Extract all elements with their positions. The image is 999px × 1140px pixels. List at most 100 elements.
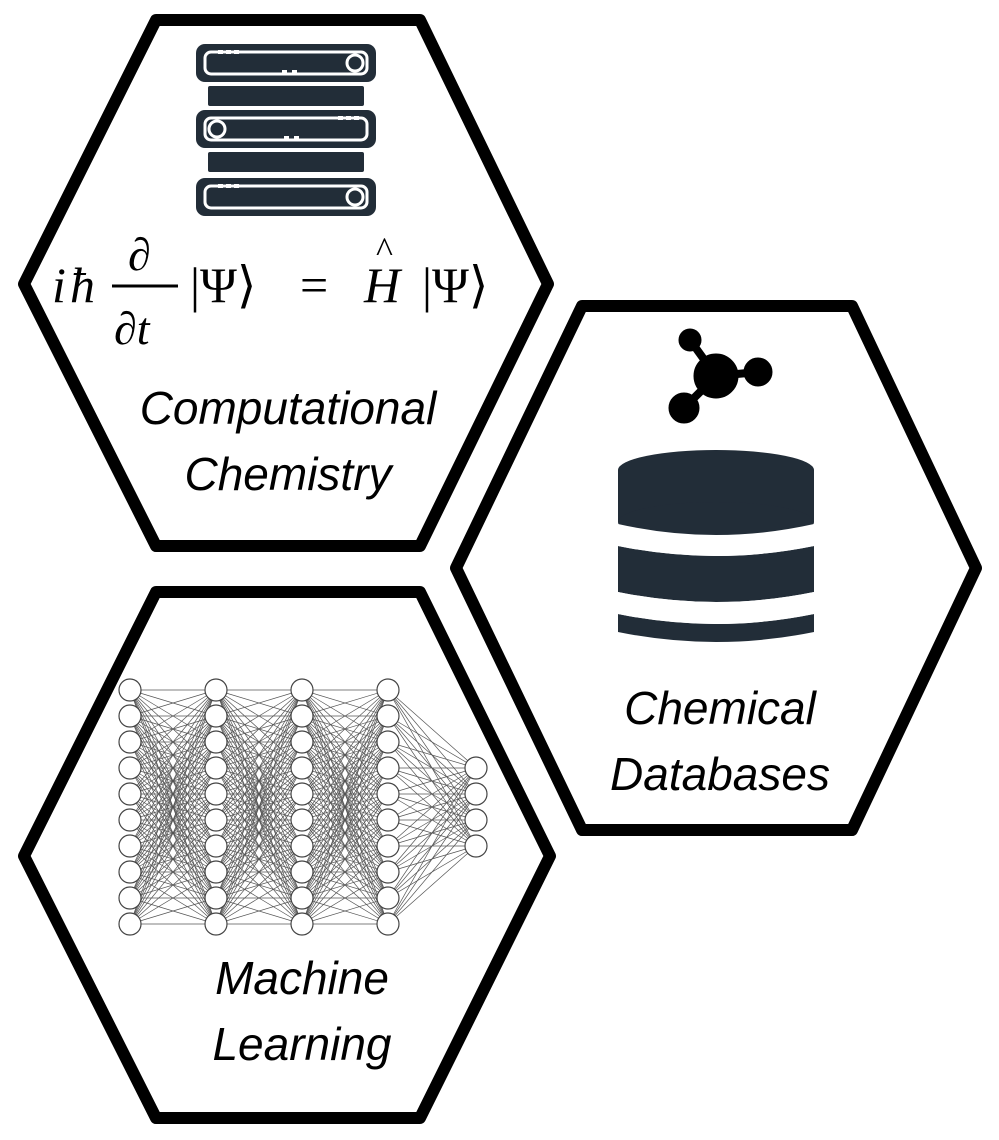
nn-node: [118, 834, 142, 858]
nn-connection: [301, 689, 389, 769]
equation-ket-right: |Ψ⟩: [422, 257, 488, 313]
nn-connection: [215, 793, 303, 925]
nn-node: [204, 912, 228, 936]
equation-ket-left: |Ψ⟩: [190, 257, 256, 313]
nn-node: [204, 860, 228, 884]
equation-hamiltonian: H: [363, 257, 403, 313]
nn-node: [290, 782, 314, 806]
nn-node: [290, 678, 314, 702]
nn-node: [290, 860, 314, 884]
chemical-databases-label-line2: Databases: [610, 748, 830, 800]
nn-connection: [387, 819, 477, 925]
nn-connection: [387, 767, 477, 873]
nn-node: [376, 834, 400, 858]
nn-connection: [129, 793, 217, 925]
nn-node: [290, 808, 314, 832]
nn-node: [118, 782, 142, 806]
server-rack-details: [203, 50, 369, 210]
nn-connection: [301, 689, 389, 847]
nn-connection: [301, 715, 389, 925]
nn-connection: [129, 741, 217, 925]
nn-connection: [129, 767, 217, 925]
nn-connection: [129, 871, 217, 925]
equation-partial-numerator: ∂: [128, 229, 151, 280]
nn-connection: [215, 689, 303, 795]
nn-connection: [215, 871, 303, 925]
nn-connection: [215, 689, 303, 925]
nn-connection: [129, 689, 217, 769]
nn-connection: [215, 689, 303, 717]
nn-connection: [215, 767, 303, 925]
nn-connection: [129, 897, 217, 925]
nn-connection: [129, 819, 217, 925]
nn-connection: [129, 689, 217, 821]
nn-connection: [215, 715, 303, 925]
nn-connection: [387, 793, 477, 925]
computational-chemistry-hexagon: i ħ ∂ ∂t |Ψ⟩ = ^ H |Ψ⟩ Computational Che…: [18, 14, 554, 552]
nn-node: [376, 678, 400, 702]
nn-connection: [215, 689, 303, 769]
nn-connection: [301, 819, 389, 925]
equation-hbar: ħ: [70, 257, 95, 313]
nn-node: [290, 886, 314, 910]
nn-connection: [129, 715, 217, 925]
nn-connection: [301, 897, 389, 925]
nn-connection: [129, 689, 217, 717]
nn-node: [376, 912, 400, 936]
nn-connection: [215, 845, 303, 925]
nn-connection: [215, 689, 303, 899]
nn-connection: [215, 819, 303, 925]
nn-node: [464, 756, 488, 780]
nn-connection: [301, 689, 389, 899]
database-separators: [618, 524, 814, 624]
nn-node: [376, 756, 400, 780]
nn-connection: [387, 715, 477, 769]
nn-connection: [301, 845, 389, 925]
molecule-icon: [668, 328, 773, 424]
nn-connection: [215, 897, 303, 925]
nn-connection: [215, 689, 303, 873]
nn-node: [204, 834, 228, 858]
nn-node: [464, 782, 488, 806]
nn-connection: [387, 767, 477, 821]
nn-node: [204, 756, 228, 780]
equation-equals: =: [300, 257, 328, 313]
nn-node: [118, 730, 142, 754]
database-icon: [618, 450, 814, 642]
nn-node: [204, 886, 228, 910]
nn-node: [376, 886, 400, 910]
nn-node: [290, 912, 314, 936]
computational-chemistry-label-line1: Computational: [140, 382, 438, 434]
nn-node: [118, 886, 142, 910]
nn-node: [464, 808, 488, 832]
nn-connection: [387, 845, 477, 925]
nn-connection: [301, 689, 389, 925]
nn-node: [290, 756, 314, 780]
nn-node: [376, 730, 400, 754]
chemical-databases-hexagon: Chemical Databases: [450, 300, 982, 836]
nn-connection: [301, 689, 389, 795]
nn-node: [204, 678, 228, 702]
nn-node: [376, 782, 400, 806]
schrodinger-equation: i ħ ∂ ∂t |Ψ⟩ = ^ H |Ψ⟩: [52, 229, 488, 354]
nn-connection: [129, 689, 217, 873]
nn-connection: [387, 767, 477, 847]
nn-connection: [387, 767, 477, 925]
machine-learning-label-line2: Learning: [212, 1018, 391, 1070]
nn-connection: [301, 689, 389, 821]
nn-node: [118, 912, 142, 936]
nn-connection: [301, 767, 389, 925]
nn-connection: [301, 793, 389, 925]
nn-connection: [301, 689, 389, 717]
nn-connection: [387, 767, 477, 899]
neural-network-icon: [118, 678, 488, 936]
nn-connection: [301, 871, 389, 925]
nn-node: [376, 860, 400, 884]
nn-node: [118, 808, 142, 832]
nn-connection: [129, 689, 217, 847]
hexagon-outline: [18, 14, 554, 552]
nn-node: [376, 704, 400, 728]
nn-connection: [129, 689, 217, 899]
nn-node: [204, 704, 228, 728]
